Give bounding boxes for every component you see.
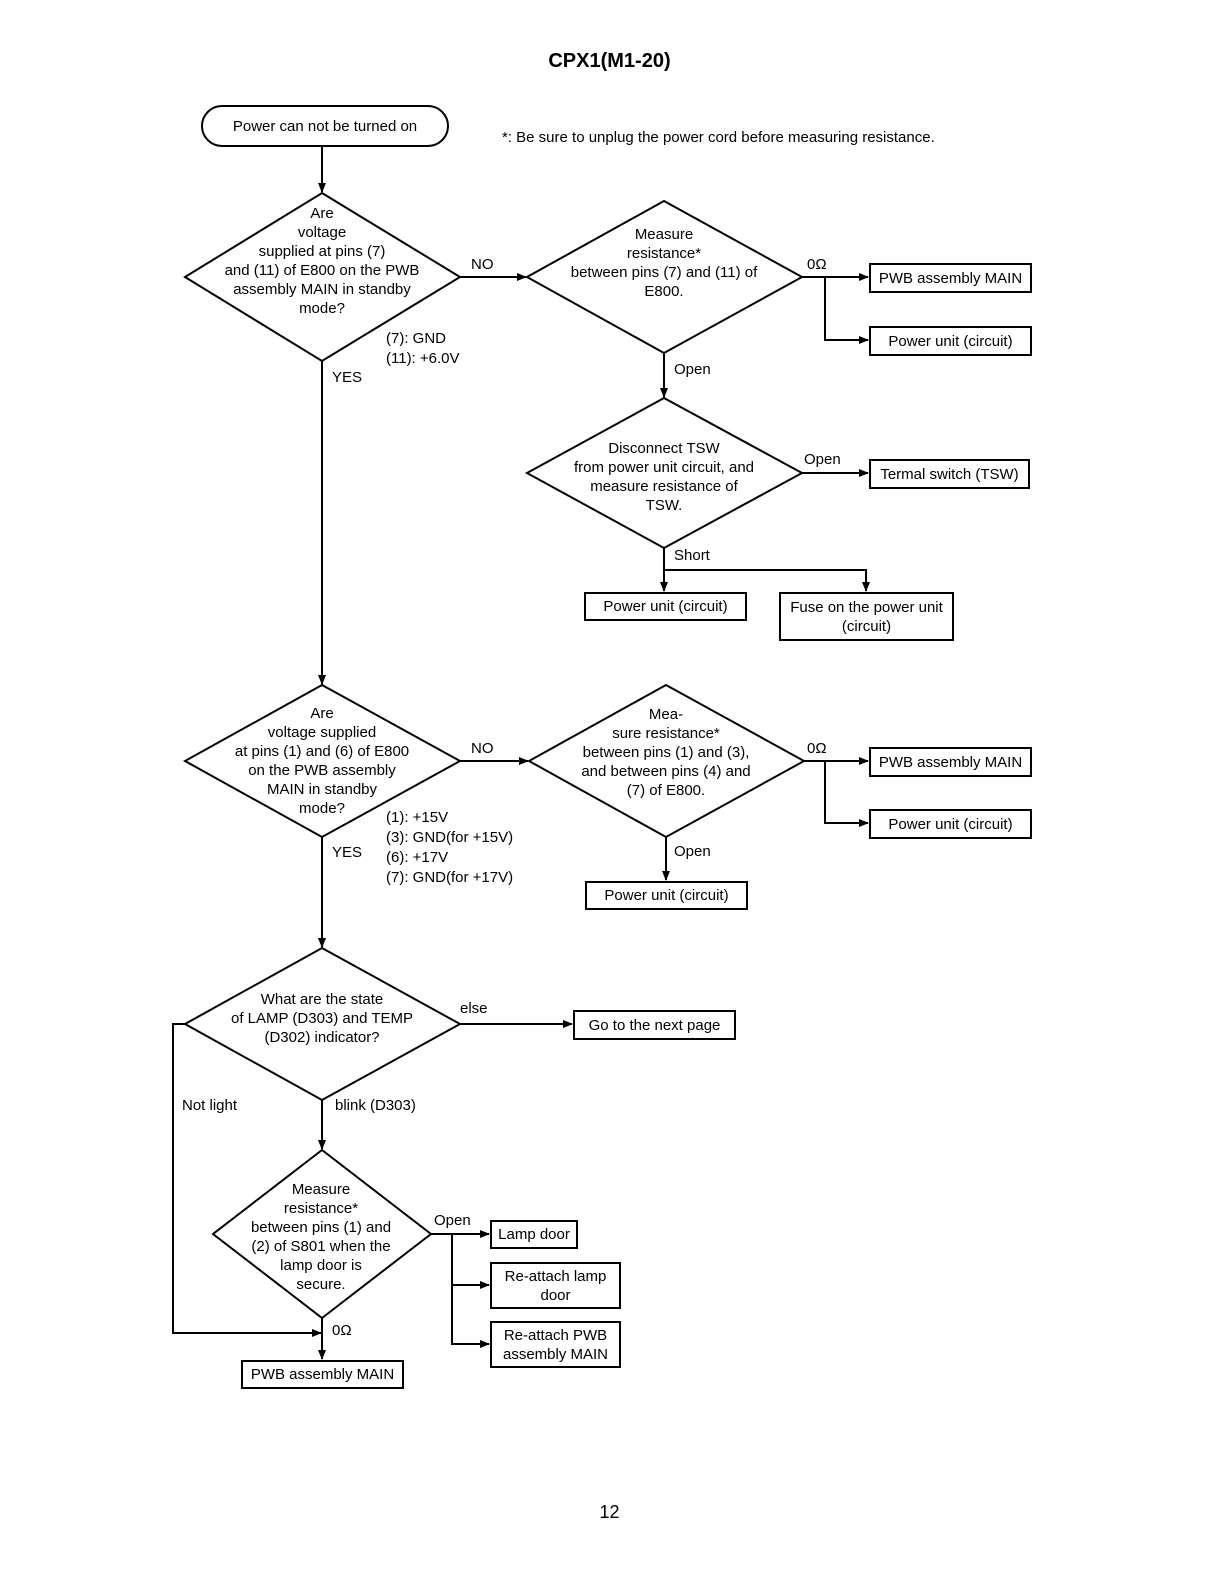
result-power-unit-3: Power unit (circuit): [869, 809, 1032, 839]
result-pwb-assembly-main-3: PWB assembly MAIN: [241, 1360, 404, 1389]
decision-measure-resistance-7-11: Measure resistance* between pins (7) and…: [570, 226, 758, 300]
result-power-unit-1: Power unit (circuit): [869, 326, 1032, 356]
label-d1-yes: YES: [332, 369, 363, 386]
decision-measure-s801: Measure resistance* between pins (1) and…: [250, 1181, 392, 1293]
label-d3-short: Short: [674, 547, 710, 564]
result-power-unit-2: Power unit (circuit): [584, 592, 747, 621]
label-d1-no: NO: [471, 256, 494, 273]
label-d5-zero: 0Ω: [807, 740, 827, 757]
label-d2-zero: 0Ω: [807, 256, 827, 273]
result-pwb-assembly-main-2: PWB assembly MAIN: [869, 747, 1032, 777]
resistance-note: *: Be sure to unplug the power cord befo…: [502, 129, 935, 146]
label-d2-open: Open: [674, 361, 711, 378]
label-d7-zero: 0Ω: [332, 1322, 352, 1339]
label-d6-else: else: [460, 1000, 488, 1017]
decision-lamp-temp-indicator: What are the state of LAMP (D303) and TE…: [230, 990, 414, 1046]
label-d6-not-light: Not light: [182, 1097, 238, 1114]
result-fuse-power-unit: Fuse on the power unit (circuit): [779, 592, 954, 641]
decision-voltage-pins-1-6: Are voltage supplied at pins (1) and (6)…: [234, 705, 410, 817]
decision-measure-resistance-1-3-4-7: Mea- sure resistance* between pins (1) a…: [581, 705, 751, 799]
result-reattach-lamp-door: Re-attach lamp door: [490, 1262, 621, 1309]
start-terminal: Power can not be turned on: [201, 105, 449, 147]
result-pwb-assembly-main-1: PWB assembly MAIN: [869, 263, 1032, 293]
label-d6-blink: blink (D303): [335, 1097, 416, 1114]
page-title: CPX1(M1-20): [548, 50, 671, 72]
label-d7-open: Open: [434, 1212, 471, 1229]
decision-voltage-pins-7-11: Are voltage supplied at pins (7) and (11…: [224, 205, 420, 317]
result-termal-switch: Termal switch (TSW): [869, 459, 1030, 489]
label-d3-open: Open: [804, 451, 841, 468]
result-reattach-pwb: Re-attach PWB assembly MAIN: [490, 1321, 621, 1368]
label-d5-open: Open: [674, 843, 711, 860]
decision-disconnect-tsw: Disconnect TSW from power unit circuit, …: [573, 440, 755, 514]
voltage-note-d1: (7): GND (11): +6.0V: [386, 330, 460, 367]
go-to-next-page: Go to the next page: [573, 1010, 736, 1040]
result-lamp-door: Lamp door: [490, 1220, 578, 1249]
label-d4-yes: YES: [332, 844, 363, 861]
page-number: 12: [599, 1502, 620, 1522]
result-power-unit-4: Power unit (circuit): [585, 881, 748, 910]
label-d4-no: NO: [471, 740, 494, 757]
voltage-note-d4: (1): +15V (3): GND(for +15V) (6): +17V (…: [386, 809, 514, 886]
